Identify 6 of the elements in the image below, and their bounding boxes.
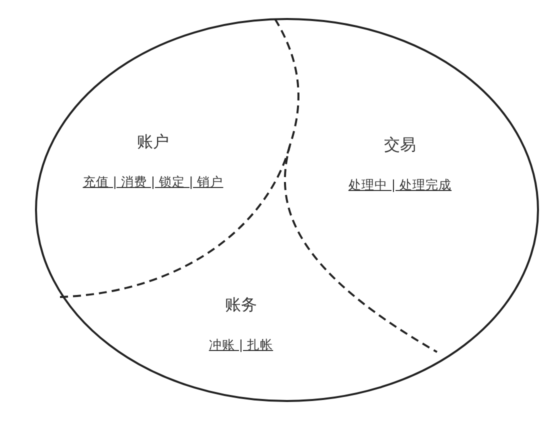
region-heading: 账务: [225, 295, 257, 315]
status-list: 冲账 | 扎帐: [208, 337, 274, 353]
status-list: 充值 | 消费 | 锁定 | 销户: [82, 174, 224, 190]
status-list: 处理中 | 处理完成: [348, 177, 452, 193]
region-heading: 账户: [137, 132, 169, 152]
region-heading: 交易: [384, 135, 416, 155]
